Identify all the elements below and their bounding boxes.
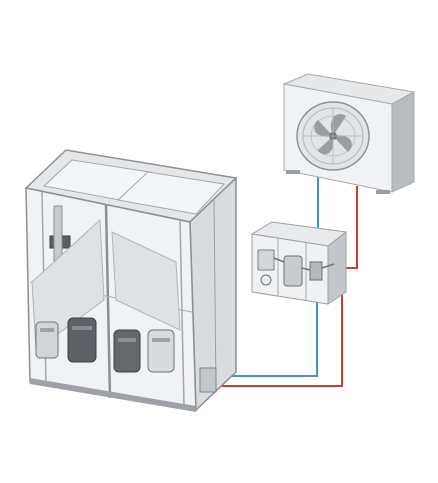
outdoor-unit-foot — [376, 190, 390, 194]
outdoor-unit — [282, 73, 416, 194]
indoor-coil — [111, 231, 181, 331]
side-frame-line — [213, 199, 217, 393]
indoor-unit-base — [30, 378, 196, 412]
compressor-icon — [147, 329, 175, 373]
compressor-icon — [113, 329, 141, 373]
module-gauge-icon — [260, 274, 272, 286]
compressor-icon — [35, 321, 59, 359]
module-valve-icon — [309, 261, 323, 281]
indoor-coil — [31, 218, 105, 351]
front-door-divider — [104, 204, 112, 399]
module-piping — [273, 257, 335, 271]
outdoor-unit-foot — [286, 170, 300, 174]
pipe-module-to-indoor-cold — [214, 300, 318, 377]
fan-icon — [296, 101, 370, 171]
pipe-outdoor-to-module-hot — [344, 186, 358, 269]
indoor-unit — [24, 149, 238, 412]
compressor-icon — [67, 317, 97, 363]
indoor-unit-baffle — [116, 171, 226, 215]
heat-exchanger-module — [250, 221, 348, 305]
module-pump-icon — [257, 249, 275, 271]
module-vessel-icon — [283, 255, 303, 287]
front-frame-post — [179, 219, 185, 407]
pipe-outlet — [199, 367, 217, 393]
outdoor-unit-side — [391, 91, 415, 193]
